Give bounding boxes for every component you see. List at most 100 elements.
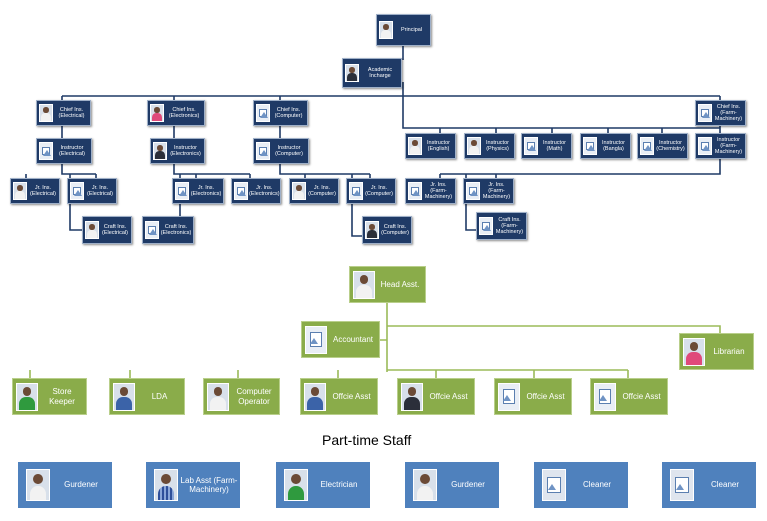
- chief-electronics-photo: [150, 104, 164, 122]
- office-asst-1-label: Offcie Asst: [332, 391, 371, 401]
- chief-farm-label: Chief Ins. (Farm-Machinery): [714, 103, 743, 123]
- craft-electronics-image-icon: [145, 221, 159, 239]
- jr-electronics-1-label: Jr. Ins. (Electronics): [190, 184, 222, 197]
- academic-incharge-photo: [345, 64, 359, 82]
- instructor-english-photo: [408, 137, 422, 155]
- instructor-electronics-photo: [153, 142, 167, 160]
- instructor-electronics-label: Instructor (Electronics): [170, 144, 201, 157]
- craft-electronics-label: Craft Ins. (Electronics): [160, 223, 192, 236]
- part-time-gardener-2-photo: [413, 469, 437, 501]
- store-keeper-photo: [16, 382, 38, 411]
- accountant-label: Accountant: [332, 334, 374, 344]
- instructor-chemistry-image-icon: [640, 137, 654, 155]
- chief-computer-node: Chief Ins. (Computer): [253, 100, 308, 126]
- jr-electronics-1-node: Jr. Ins. (Electronics): [172, 178, 224, 204]
- accountant-image-icon: [305, 325, 327, 354]
- jr-farm-1-node: Jr. Ins. (Farm-Machinery): [405, 178, 456, 204]
- chief-electronics-node: Chief Ins. (Electronics): [147, 100, 205, 126]
- instructor-math-image-icon: [524, 137, 538, 155]
- instructor-bangla-image-icon: [583, 137, 597, 155]
- instructor-chemistry-node: Instructor (Chemistry): [637, 133, 688, 159]
- lda-label: LDA: [151, 391, 168, 401]
- instructor-math-label: Instructor (Math): [543, 139, 566, 152]
- jr-electronics-2-node: Jr. Ins. (Electronics): [231, 178, 281, 204]
- jr-farm-1-image-icon: [408, 182, 422, 200]
- principal-photo: [379, 21, 393, 39]
- craft-farm-image-icon: [479, 217, 493, 235]
- craft-farm-node: Craft Ins. (Farm-Machinery): [476, 212, 527, 240]
- jr-computer-1-node: Jr. Ins. (Computer): [289, 178, 339, 204]
- jr-electrical-1-label: Jr. Ins. (Electrical): [30, 184, 56, 197]
- instructor-math-node: Instructor (Math): [521, 133, 572, 159]
- craft-computer-node: Craft Ins. (Computer): [362, 216, 412, 244]
- office-asst-4-node: Offcie Asst: [590, 378, 668, 415]
- chief-farm-node: Chief Ins. (Farm-Machinery): [695, 100, 746, 126]
- instructor-computer-label: Instructor (Computer): [275, 144, 303, 157]
- electrician-node: Electrician: [276, 462, 370, 508]
- craft-computer-label: Craft Ins. (Computer): [381, 223, 409, 236]
- instructor-bangla-node: Instructor (Bangla): [580, 133, 631, 159]
- jr-farm-2-node: Jr. Ins. (Farm-Machinery): [463, 178, 514, 204]
- principal-label: Principal: [400, 26, 423, 33]
- computer-operator-label: Computer Operator: [236, 387, 272, 406]
- instructor-computer-image-icon: [256, 142, 270, 160]
- craft-computer-photo: [365, 221, 379, 239]
- jr-farm-2-label: Jr. Ins. (Farm-Machinery): [482, 181, 511, 201]
- chief-farm-image-icon: [698, 104, 712, 122]
- instructor-electrical-label: Instructor (Electrical): [59, 144, 85, 157]
- jr-farm-1-label: Jr. Ins. (Farm-Machinery): [424, 181, 453, 201]
- instructor-bangla-label: Instructor (Bangla): [602, 139, 625, 152]
- instructor-farm-image-icon: [698, 137, 712, 155]
- head-asst-node: Head Asst.: [349, 266, 426, 303]
- instructor-farm-node: Instructor (Farm-Machinery): [695, 133, 746, 159]
- cleaner-1-image-icon: [542, 469, 566, 501]
- part-time-gardener-1-node: Gurdener: [18, 462, 112, 508]
- office-asst-4-label: Offcie Asst: [622, 391, 661, 401]
- office-asst-1-node: Offcie Asst: [300, 378, 378, 415]
- lda-node: LDA: [109, 378, 185, 415]
- jr-electrical-2-node: Jr. Ins. (Electrical): [67, 178, 117, 204]
- jr-computer-2-node: Jr. Ins. (Computer): [346, 178, 396, 204]
- academic-incharge-node: Academic Incharge: [342, 58, 402, 88]
- jr-computer-2-image-icon: [349, 182, 363, 200]
- chief-electronics-label: Chief Ins. (Electronics): [168, 106, 200, 119]
- cleaner-2-label: Cleaner: [710, 480, 739, 490]
- chief-electrical-label: Chief Ins. (Electrical): [58, 106, 85, 119]
- craft-electrical-label: Craft Ins. (Electrical): [102, 223, 128, 236]
- head-asst-photo: [353, 270, 375, 299]
- cleaner-2-node: Cleaner: [662, 462, 756, 508]
- part-time-gardener-2-node: Gurdener: [405, 462, 499, 508]
- cleaner-1-label: Cleaner: [582, 480, 611, 490]
- instructor-english-label: Instructor (English): [427, 139, 450, 152]
- office-asst-2-photo: [401, 382, 423, 411]
- instructor-electrical-image-icon: [39, 142, 53, 160]
- chief-computer-label: Chief Ins. (Computer): [274, 106, 303, 119]
- instructor-physics-node: Instructor (Physics): [464, 133, 515, 159]
- academic-incharge-label: Academic Incharge: [367, 66, 393, 79]
- lab-asst-photo: [154, 469, 178, 501]
- jr-electronics-1-image-icon: [175, 182, 189, 200]
- jr-farm-2-image-icon: [466, 182, 480, 200]
- craft-farm-label: Craft Ins. (Farm-Machinery): [495, 216, 524, 236]
- jr-electrical-1-node: Jr. Ins. (Electrical): [10, 178, 60, 204]
- part-time-gardener-2-label: Gurdener: [451, 480, 485, 490]
- office-asst-4-image-icon: [594, 382, 616, 411]
- jr-electronics-2-label: Jr. Ins. (Electronics): [249, 184, 280, 197]
- store-keeper-label: Store Keeper: [49, 387, 75, 406]
- craft-electrical-node: Craft Ins. (Electrical): [82, 216, 132, 244]
- lab-asst-label: Lab Asst (Farm-Machinery): [180, 475, 238, 495]
- accountant-node: Accountant: [301, 321, 380, 358]
- jr-computer-1-label: Jr. Ins. (Computer): [308, 184, 336, 197]
- craft-electrical-photo: [85, 221, 99, 239]
- jr-computer-1-photo: [292, 182, 306, 200]
- librarian-photo: [683, 337, 705, 366]
- instructor-farm-label: Instructor (Farm-Machinery): [714, 136, 743, 156]
- jr-electrical-1-photo: [13, 182, 27, 200]
- jr-computer-2-label: Jr. Ins. (Computer): [365, 184, 393, 197]
- store-keeper-node: Store Keeper: [12, 378, 87, 415]
- part-time-gardener-1-label: Gurdener: [64, 480, 98, 490]
- chief-electrical-photo: [39, 104, 53, 122]
- office-asst-3-label: Offcie Asst: [526, 391, 565, 401]
- librarian-node: Librarian: [679, 333, 754, 370]
